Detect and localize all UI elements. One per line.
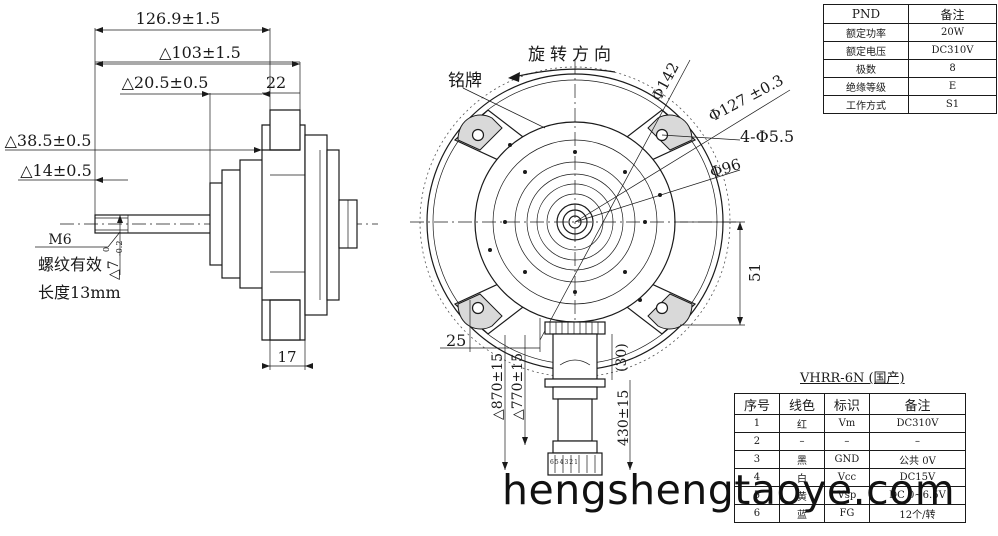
table-cell: 额定电压 — [823, 41, 909, 60]
dim-lead4: 430±15 — [616, 390, 632, 446]
table-cell: E — [908, 77, 997, 96]
dim-dia-outer: Φ142 — [648, 59, 683, 104]
table-row: 绝缘等级 E — [823, 77, 997, 96]
table-cell: 绝缘等级 — [823, 77, 909, 96]
pin-numbers: 654321 — [550, 459, 579, 466]
connector-pin-table: 序号 线色 标识 备注 1 红 Vm DC310V 2 – – – 3 黑 GN… — [734, 393, 967, 523]
table-cell: 工作方式 — [823, 95, 909, 114]
dim-holes: 4-Φ5.5 — [740, 127, 794, 146]
dim-d2: △14±0.5 — [20, 161, 92, 180]
pnd-spec-table: PND 备注 额定功率 20W 额定电压 DC310V 极数 8 绝缘等级 E … — [823, 4, 997, 114]
table-cell: FG — [823, 504, 870, 523]
table-cell: 极数 — [823, 59, 909, 78]
table-header: 线色 — [778, 393, 825, 415]
dim-flange: △20.5±0.5 — [122, 73, 209, 92]
table-cell: 1 — [734, 414, 780, 433]
rotation-label: 旋转方向 — [528, 45, 616, 65]
table-row: 额定功率 20W — [823, 23, 997, 42]
table-cell: DC310V — [868, 414, 967, 433]
rivet-dots — [488, 143, 662, 302]
thread-note-2-text: 长度13mm — [38, 283, 121, 302]
dim-bottom: 17 — [277, 348, 296, 366]
dim-lead3: (30) — [614, 343, 630, 372]
dim-body: △103±1.5 — [159, 43, 241, 62]
side-view: 126.9±1.5 △103±1.5 △20.5±0.5 22 △38.5±0.… — [5, 9, 378, 370]
table-cell: 8 — [908, 59, 997, 78]
dim-height: 51 — [746, 263, 764, 282]
table-cell: 20W — [908, 23, 997, 42]
dim-dia-inner: Φ96 — [708, 155, 743, 182]
table-header-row: 序号 线色 标识 备注 — [734, 393, 967, 415]
table-cell: 红 — [778, 414, 825, 433]
table-cell: DC310V — [908, 41, 997, 60]
table-header: 标识 — [823, 393, 870, 415]
dim-lead1: △870±15 — [490, 353, 506, 420]
table-cell: – — [778, 432, 825, 451]
table-cell: 额定功率 — [823, 23, 909, 42]
table-header: 备注 — [868, 393, 967, 415]
table-cell: – — [823, 432, 870, 451]
dim-stator: 22 — [266, 73, 286, 92]
table-row: 工作方式 S1 — [823, 95, 997, 114]
front-view: 旋转方向 铭牌 Φ142 Φ127 ±0.3 4-Φ5.5 Φ96 51 25 … — [410, 45, 794, 476]
table-cell: 12个/转 — [868, 504, 967, 523]
shaft-tolerance: △7 0 -0.2 — [102, 241, 124, 280]
table-header: PND — [823, 4, 909, 24]
thread-label: M6 — [48, 232, 71, 248]
table-cell: S1 — [908, 95, 997, 114]
table-header: 备注 — [908, 4, 997, 24]
shaft-tol-lower: -0.2 — [115, 241, 124, 256]
table-row: 5 黄 Vsp DC 0~6.5V — [734, 486, 967, 505]
dim-d1: △38.5±0.5 — [5, 131, 92, 150]
shaft-dim: △7 — [106, 260, 122, 280]
table-row: 极数 8 — [823, 59, 997, 78]
watermark-text: hengshengtaoye.com — [502, 466, 956, 514]
nameplate-label: 铭牌 — [448, 71, 482, 91]
table-row: 额定电压 DC310V — [823, 41, 997, 60]
thread-note-2: 长度13mm — [38, 283, 121, 302]
table-row: 6 蓝 FG 12个/转 — [734, 504, 967, 523]
shaft-tol-upper: 0 — [102, 247, 111, 252]
table-header: 序号 — [734, 393, 780, 415]
dim-overall: 126.9±1.5 — [136, 9, 221, 28]
dim-mount: 25 — [446, 331, 466, 350]
lead-wire — [544, 321, 606, 476]
table-row: 2 – – – — [734, 432, 967, 451]
connector-title: VHRR-6N (国产) — [800, 371, 905, 386]
table-row: 1 红 Vm DC310V — [734, 414, 967, 433]
dim-lead2: △770±15 — [510, 353, 526, 420]
table-cell: 2 — [734, 432, 780, 451]
thread-note-1: 螺纹有效 — [38, 255, 102, 274]
table-cell: Vm — [823, 414, 870, 433]
table-header-row: PND 备注 — [823, 4, 997, 24]
table-cell: – — [868, 432, 967, 451]
table-row: 4 白 Vcc DC15V — [734, 468, 967, 487]
